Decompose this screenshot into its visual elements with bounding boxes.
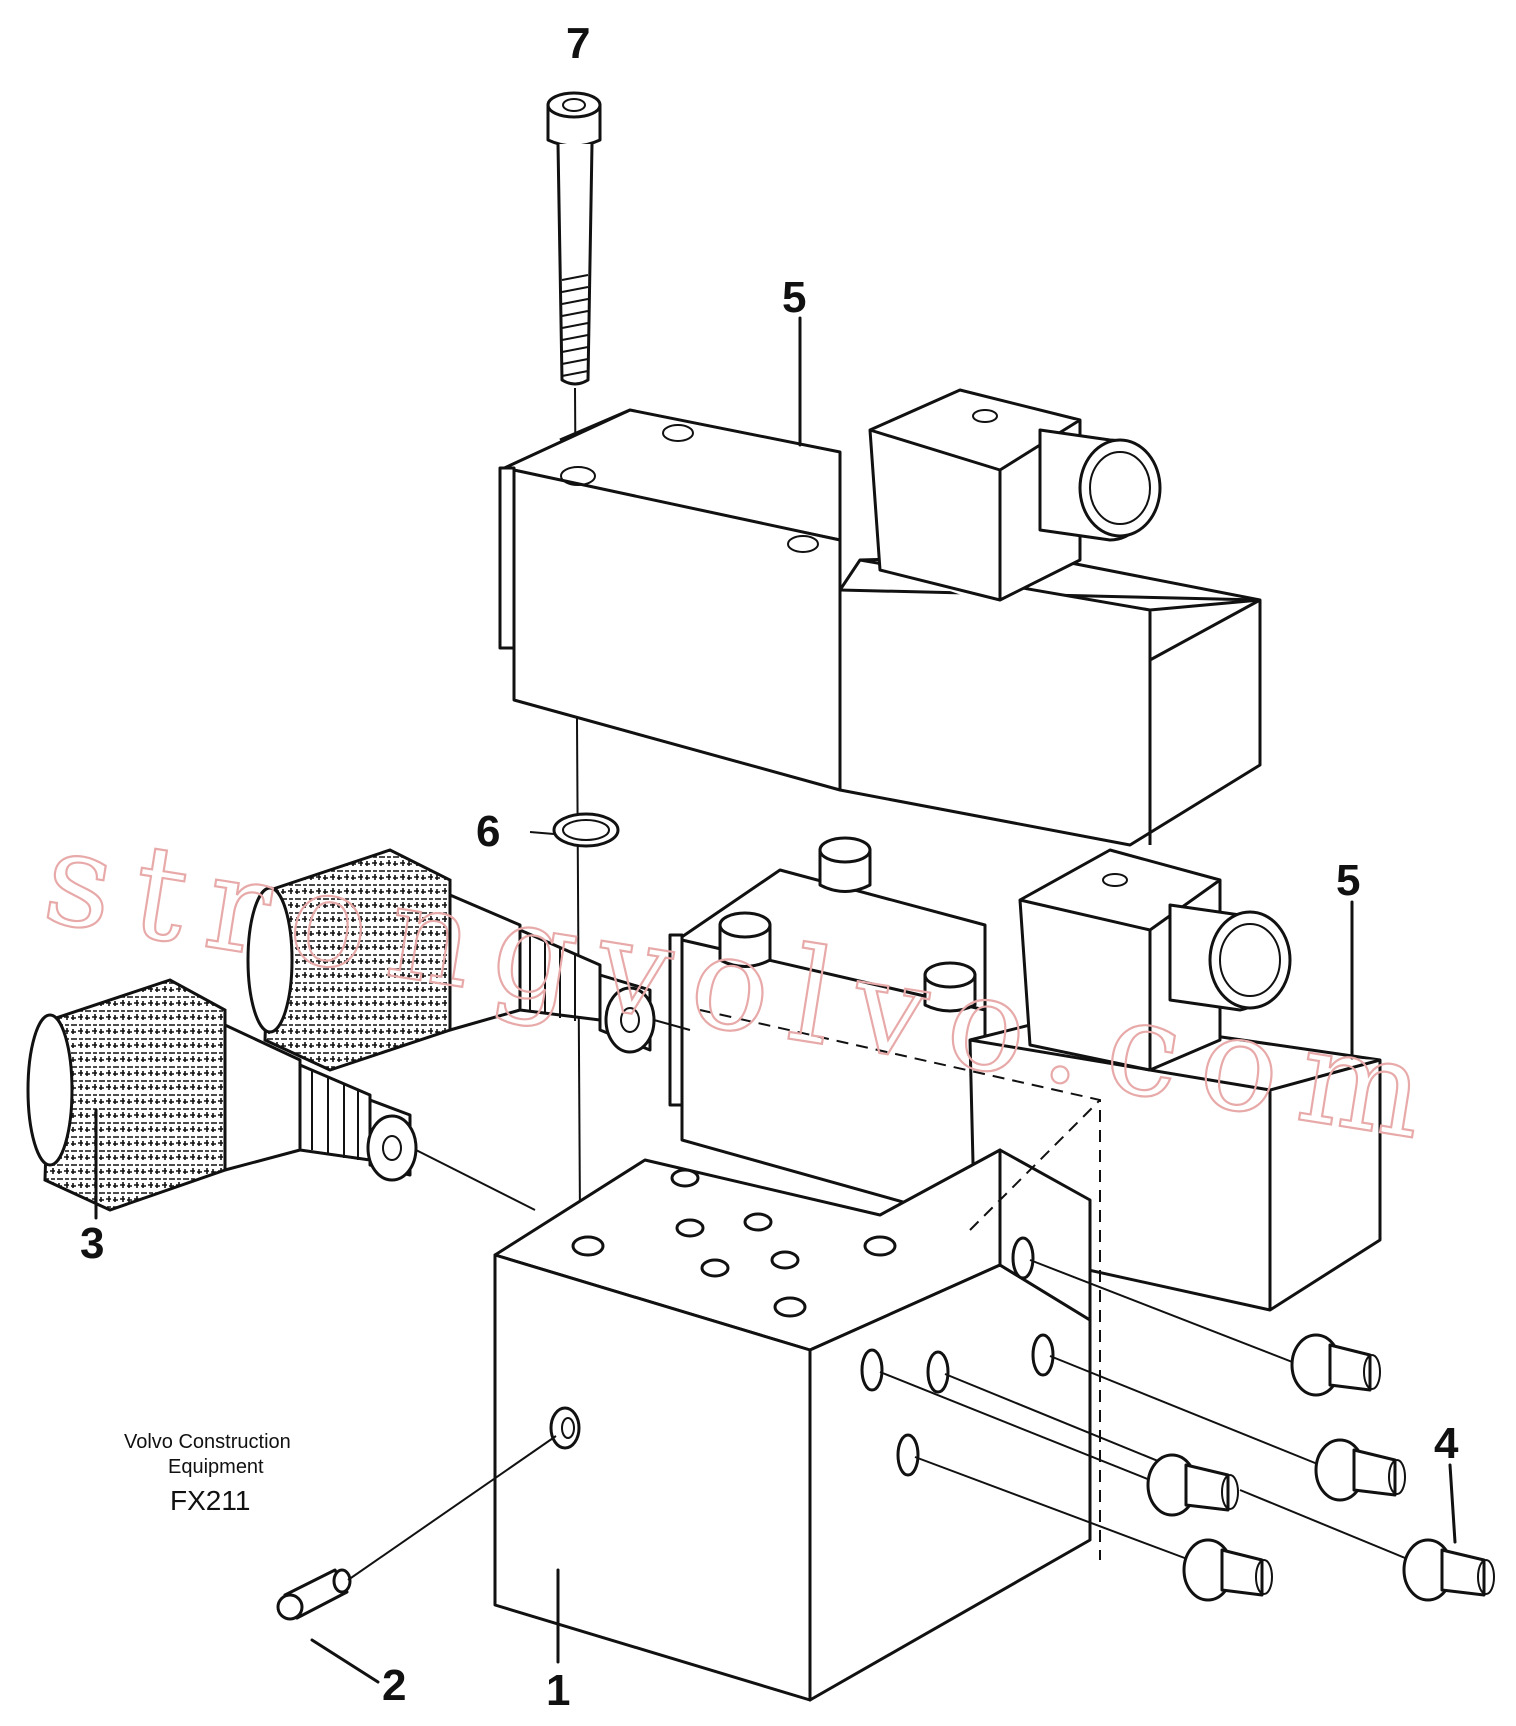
solenoid-valve-part-5-upper [498,388,1262,847]
plugs-part-4 [879,1259,1495,1602]
callout-7: 7 [566,19,590,68]
pin-part-2 [276,1435,557,1621]
plug [1182,1538,1273,1602]
cartridge-valves-part-3 [26,848,691,1212]
plug [1290,1333,1381,1397]
caption-line-1: Volvo Construction [124,1431,291,1453]
callout-4: 4 [1434,1419,1459,1468]
caption-line-2: Equipment [168,1456,264,1478]
plug [1146,1453,1239,1517]
callout-1: 1 [546,1666,570,1715]
callout-5-upper: 5 [782,273,806,322]
solenoid-valve-part-5-lower [668,836,1382,1312]
socket-screws [718,836,977,1013]
o-ring-part-6 [529,812,620,848]
valve-block-part-1 [493,1009,1101,1702]
callout-5-lower: 5 [1336,856,1360,905]
block-ports [549,1168,1055,1477]
plug [1402,1538,1495,1602]
caption-figure-code: FX211 [170,1485,250,1516]
callout-2: 2 [382,1661,406,1710]
leader-lines [94,316,1457,1684]
callout-6: 6 [476,807,500,856]
plug [1314,1438,1406,1502]
callout-3: 3 [80,1219,104,1268]
